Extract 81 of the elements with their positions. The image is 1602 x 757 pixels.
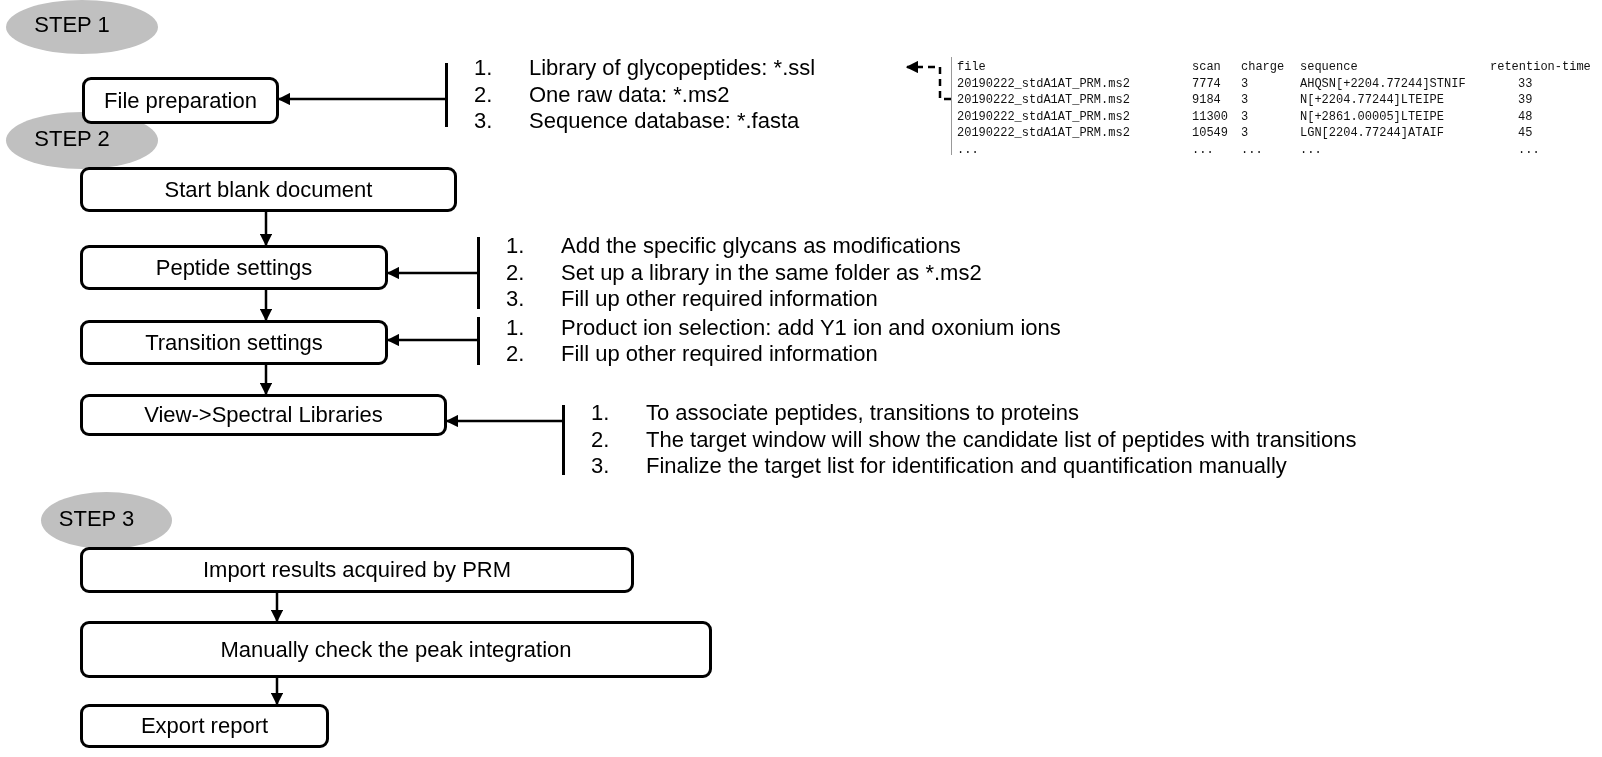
column-header: retention-time <box>1490 59 1592 76</box>
table-cell-text: 3 <box>1241 75 1250 92</box>
process-box <box>80 394 447 436</box>
list-number: 2. <box>506 259 526 287</box>
box-label: Export report <box>140 713 269 739</box>
box-label: Import results acquired by PRM <box>202 557 512 583</box>
table-cell-text: 20190222_stdA1AT_PRM.ms2 <box>957 92 1131 109</box>
box-label: Transition settings <box>145 329 323 356</box>
list-number: 1. <box>591 400 611 427</box>
list-number: 2. <box>591 426 611 454</box>
list-number: 1. <box>474 55 494 82</box>
list-item: To associate peptides, transitions to proteins <box>646 400 1080 427</box>
box-label: Peptide settings <box>155 254 313 281</box>
table-cell-text: 39 <box>1517 92 1534 109</box>
list-number: 1. <box>506 314 526 341</box>
list-item: Set up a library in the same folder as *.ms2 <box>561 259 983 287</box>
arrow <box>270 593 284 623</box>
process-box <box>80 245 388 290</box>
table-cell-text: ... <box>1192 141 1215 158</box>
table-cell-text: 20190222_stdA1AT_PRM.ms2 <box>957 75 1131 92</box>
list-item: Fill up other required information <box>561 286 879 313</box>
list-item: Fill up other required information <box>561 341 879 368</box>
list-item: Library of glycopeptides: *.ssl <box>529 55 817 82</box>
table-cell-text: ... <box>1241 141 1264 158</box>
process-box <box>80 547 634 593</box>
arrow <box>386 266 477 280</box>
table-cell-text: 10549 <box>1192 125 1229 142</box>
step-label: STEP 1 <box>34 12 110 38</box>
table-cell-text: 33 <box>1517 75 1534 92</box>
step-label: STEP 2 <box>34 125 110 152</box>
table-cell-text: 20190222_stdA1AT_PRM.ms2 <box>957 108 1131 125</box>
table-cell-text: 45 <box>1517 125 1534 142</box>
table-cell-text: 20190222_stdA1AT_PRM.ms2 <box>957 125 1131 142</box>
table-cell-text: 9184 <box>1192 92 1222 109</box>
table-cell-text: 3 <box>1241 92 1250 109</box>
list-number: 2. <box>474 81 494 109</box>
table-cell-text: 11300 <box>1192 108 1229 125</box>
table-cell-text: ... <box>1517 141 1541 158</box>
table-cell-text: 7774 <box>1192 75 1222 92</box>
arrow <box>259 290 273 322</box>
table-cell-text: N[+2204.77244]LTEIPE <box>1300 92 1446 109</box>
list-item: Product ion selection: add Y1 ion and oxonium ions <box>561 314 1061 341</box>
arrow <box>259 212 273 247</box>
list-item: Add the specific glycans as modifications <box>561 233 962 260</box>
list-number: 2. <box>506 341 526 368</box>
box-label: File preparation <box>104 87 257 114</box>
list-item: Sequence database: *.fasta <box>529 108 801 135</box>
column-header: file <box>957 59 987 76</box>
list-number: 3. <box>506 286 526 313</box>
table-cell-text: 3 <box>1241 125 1250 142</box>
process-box <box>80 704 329 748</box>
process-box <box>82 77 279 124</box>
process-box <box>80 320 388 365</box>
step-label: STEP 3 <box>58 505 135 532</box>
column-header: charge <box>1241 59 1286 76</box>
column-header: sequence <box>1300 59 1359 76</box>
box-label: Start blank document <box>164 176 373 203</box>
column-header: scan <box>1192 59 1222 76</box>
arrow <box>277 92 445 106</box>
table-cell-text: ... <box>1300 141 1323 158</box>
table-cell-text: 3 <box>1241 108 1250 125</box>
arrow <box>270 678 284 706</box>
box-label: Manually check the peak integration <box>220 636 572 663</box>
list-item: Finalize the target list for identification and quantification manually <box>646 453 1288 480</box>
list-item: The target window will show the candidate list of peptides with transitions <box>646 426 1358 454</box>
box-label: View->Spectral Libraries <box>144 402 383 428</box>
arrow <box>445 414 562 428</box>
table-cell-text: LGN[2204.77244]ATAIF <box>1300 125 1446 142</box>
list-number: 1. <box>506 233 526 260</box>
process-box <box>80 621 712 678</box>
process-box <box>80 167 457 212</box>
table-cell-text: N[+2861.00005]LTEIPE <box>1300 108 1446 125</box>
table-cell-text: 48 <box>1517 108 1534 125</box>
list-item: One raw data: *.ms2 <box>529 81 731 109</box>
list-number: 3. <box>591 453 611 480</box>
arrow <box>259 365 273 396</box>
table-cell-text: AHQSN[+2204.77244]STNIF <box>1300 75 1467 92</box>
arrow <box>386 333 477 347</box>
list-number: 3. <box>474 108 494 135</box>
dashed-arrow <box>905 60 951 101</box>
table-cell-text: ... <box>957 141 980 158</box>
